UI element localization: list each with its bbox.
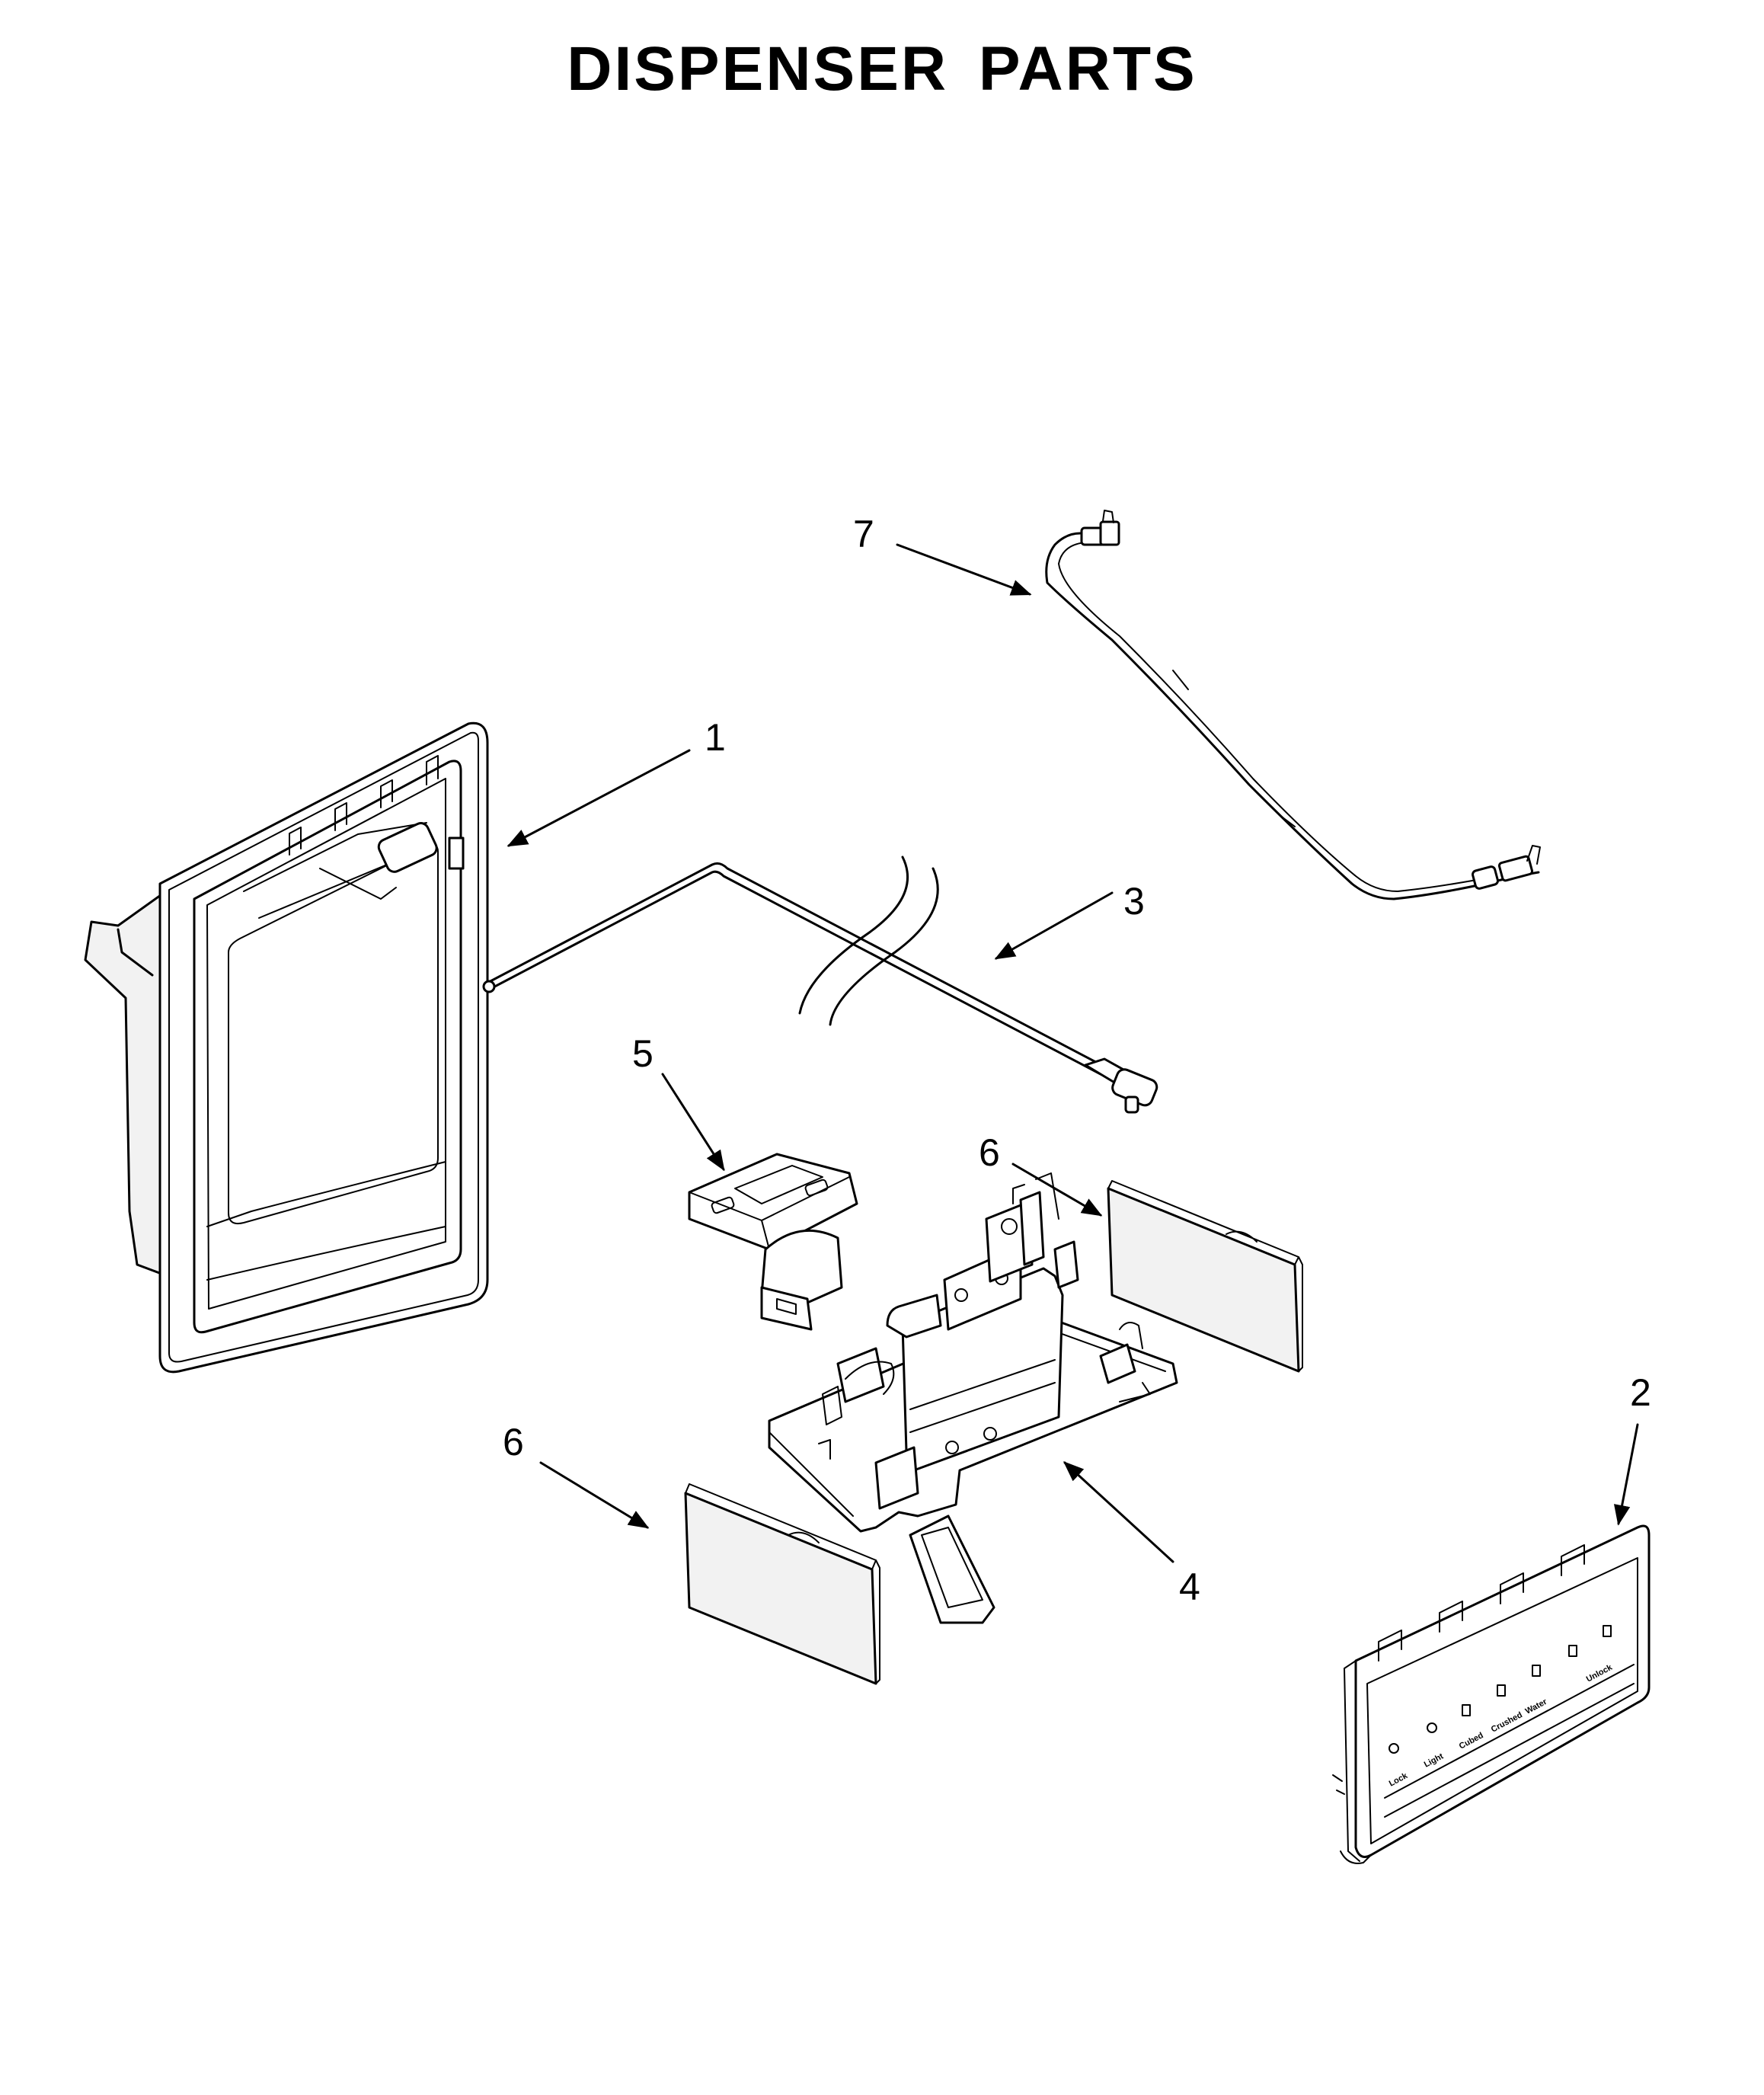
switch-actuator[interactable]	[688, 1153, 858, 1331]
control-panel[interactable]: Lock Light Cubed Crushed Water Unlock	[1332, 1524, 1651, 1864]
callout-5: 5	[632, 1032, 654, 1075]
callout-6-right: 6	[979, 1131, 1000, 1174]
callout-2: 2	[1630, 1371, 1651, 1414]
callout-4: 4	[1179, 1566, 1200, 1608]
wire-harness[interactable]	[1045, 510, 1541, 900]
arrow-4	[1063, 1461, 1174, 1563]
page-title: DISPENSER PARTS	[567, 34, 1197, 104]
dispenser-housing[interactable]	[84, 721, 489, 1374]
arrow-5	[661, 1073, 725, 1172]
arrow-1	[507, 749, 691, 847]
callout-7: 7	[853, 513, 874, 555]
arrow-6-right	[1011, 1163, 1103, 1217]
callout-3: 3	[1123, 880, 1145, 923]
arrow-2	[1613, 1423, 1639, 1526]
trim-panel-right[interactable]	[1107, 1180, 1303, 1373]
lever-assembly[interactable]	[768, 1172, 1178, 1624]
arrow-3	[994, 891, 1114, 960]
leader-arrows	[507, 543, 1639, 1563]
trim-panel-left[interactable]	[684, 1483, 880, 1685]
arrow-7	[896, 543, 1032, 596]
callout-6-left: 6	[503, 1421, 524, 1463]
callout-1: 1	[705, 716, 726, 759]
water-tube[interactable]	[482, 856, 1159, 1114]
arrow-6-left	[539, 1461, 650, 1529]
callout-numbers: 1 2 3 4 5 6 6 7	[503, 513, 1651, 1608]
